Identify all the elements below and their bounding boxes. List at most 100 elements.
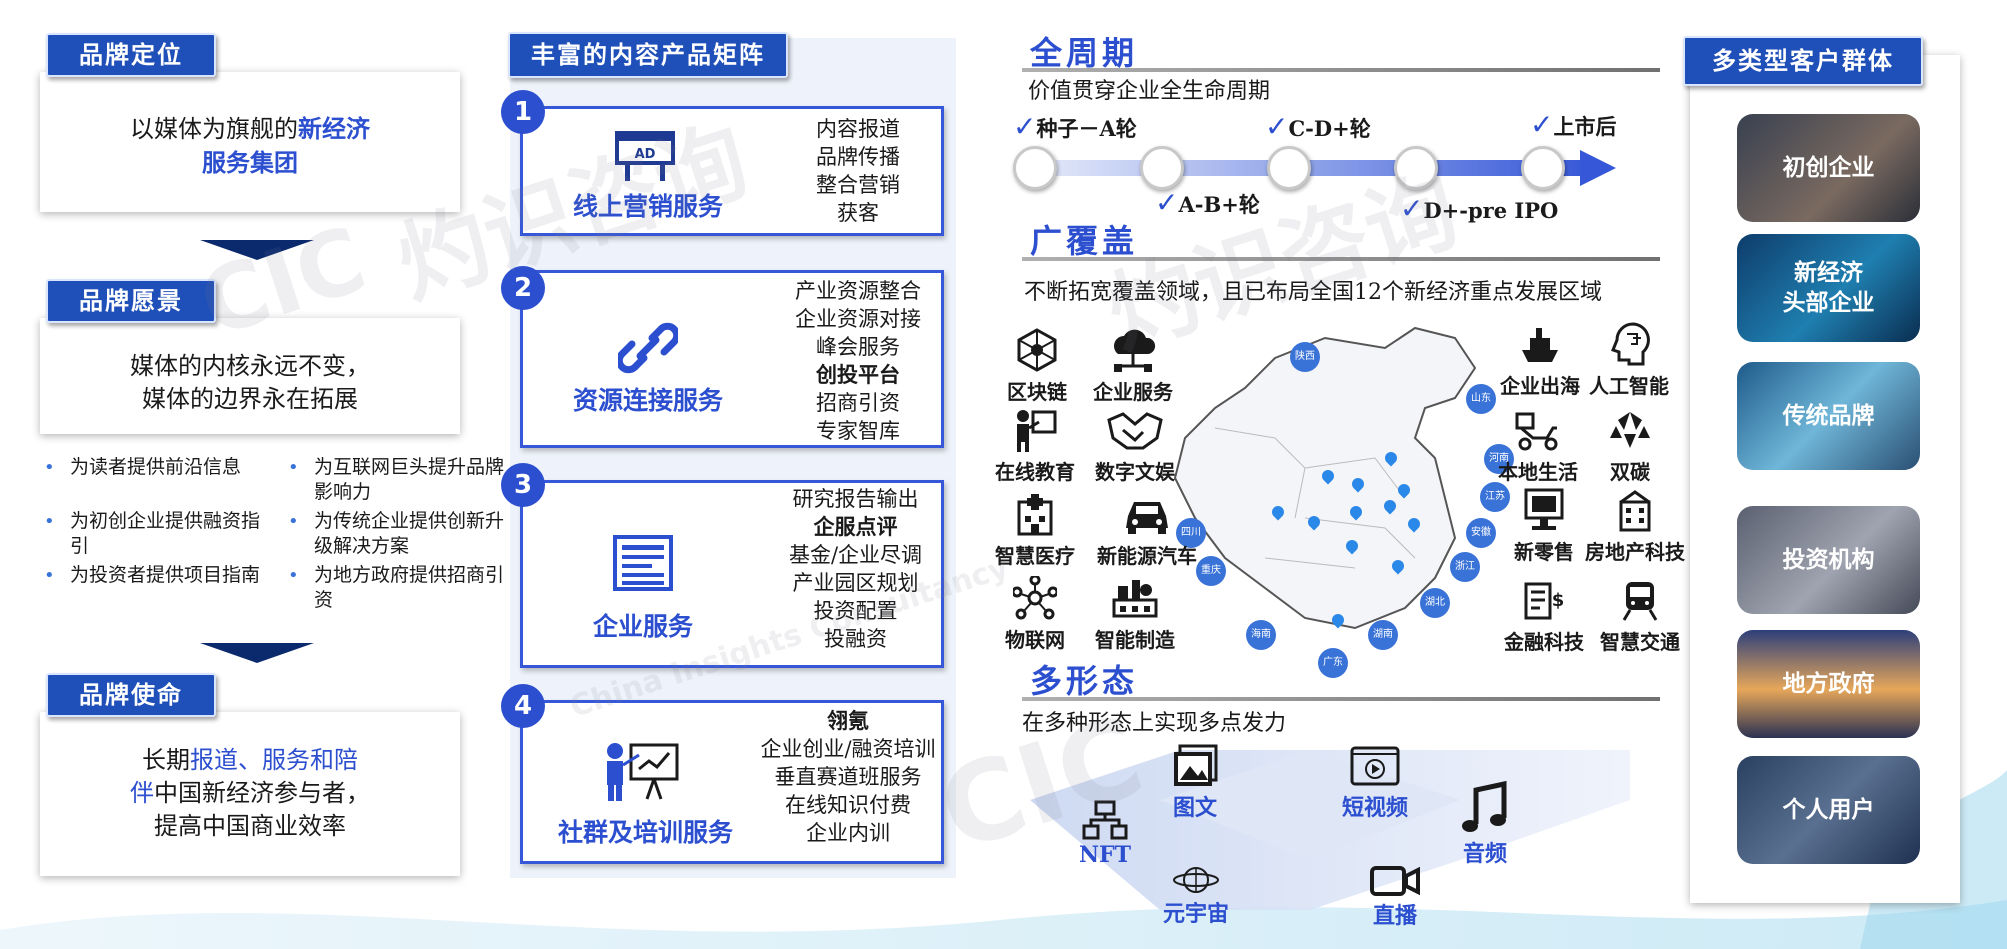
stage-label: ✓C-D+轮 — [1265, 110, 1371, 143]
stage-marker — [1140, 146, 1184, 190]
service-items: 研究报告输出企服点评 基金/企业尽调产业园区规划 投资配置投融资 — [788, 487, 923, 651]
service-title: 社群及培训服务 — [558, 818, 734, 847]
lifecycle-subtitle: 价值贯穿企业全生命周期 — [1028, 79, 1271, 104]
service-card-enterprise: 企业服务 研究报告输出企服点评 基金/企业尽调产业园区规划 投资配置投融资 — [520, 480, 944, 668]
billboard-icon: AD — [615, 131, 675, 181]
handshake-icon — [1107, 412, 1163, 450]
service-items: 产业资源整合企业资源对接 峰会服务创投平台 招商引资专家智库 — [795, 279, 921, 443]
service-items: 内容报道品牌传播 整合营销获客 — [816, 117, 900, 225]
cloud-service-icon — [1114, 329, 1156, 372]
image-icon — [1174, 744, 1218, 786]
positioning-card: 以媒体为旗舰的新经济 服务集团 — [40, 72, 460, 212]
matrix-title: 丰富的内容产品矩阵 — [508, 32, 788, 78]
check-icon: ✓ — [1530, 108, 1554, 141]
customer-individual-users: 个人用户 — [1737, 756, 1920, 864]
forms-title: 多形态 — [1030, 662, 1139, 700]
bullet-item: •为互联网巨头提升品牌影响力 — [288, 456, 505, 503]
industry-dual-carbon: 双碳 — [1600, 408, 1660, 485]
coverage-subtitle: 不断拓宽覆盖领域，且已布局全国12个新经济重点发展区域 — [1024, 280, 1602, 305]
mission-card: 长期报道、服务和陪 伴中国新经济参与者， 提高中国商业效率 — [40, 712, 460, 876]
bullet-item: •为地方政府提供招商引资 — [288, 564, 505, 611]
industry-local-life: 本地生活 — [1488, 408, 1588, 485]
vision-card: 媒体的内核永远不变， 媒体的边界永在拓展 — [40, 318, 460, 434]
customer-new-economy-leaders: 新经济 头部企业 — [1737, 234, 1920, 342]
factory-icon — [1112, 580, 1158, 618]
stage-marker — [1267, 146, 1311, 190]
network-icon — [1013, 576, 1057, 620]
bullet-item: •为传统企业提供创新升级解决方案 — [288, 510, 505, 557]
car-icon — [1126, 502, 1168, 534]
customer-local-government: 地方政府 — [1737, 630, 1920, 738]
lifecycle-title: 全周期 — [1030, 34, 1139, 72]
service-number: 1 — [501, 90, 545, 134]
region-badge: 浙江 — [1450, 552, 1480, 582]
industry-proptech: 房地产科技 — [1580, 488, 1690, 565]
check-icon: ✓ — [1013, 110, 1037, 143]
positioning-tag: 品牌定位 — [46, 33, 216, 77]
check-icon: ✓ — [1265, 110, 1289, 143]
mission-tag: 品牌使命 — [46, 673, 216, 717]
video-icon — [1350, 746, 1400, 786]
form-image-text: 图文 — [1160, 744, 1230, 822]
nft-icon — [1082, 800, 1128, 840]
stage-label: ✓上市后 — [1530, 108, 1617, 141]
industry-smart-manufacturing: 智能制造 — [1090, 576, 1180, 653]
finance-icon: $ — [1524, 582, 1565, 620]
coverage-title: 广覆盖 — [1030, 222, 1139, 260]
industry-ai: 人工智能 — [1584, 322, 1674, 399]
region-badge: 河南 — [1484, 444, 1514, 474]
link-icon — [618, 322, 678, 374]
bullet-item: •为投资者提供项目指南 — [44, 564, 261, 586]
blockchain-icon — [1017, 328, 1057, 372]
service-number: 2 — [501, 266, 545, 310]
form-audio: 音频 — [1450, 780, 1520, 868]
industry-new-retail: 新零售 — [1504, 488, 1584, 565]
customer-investment-institutions: 投资机构 — [1737, 506, 1920, 614]
train-icon — [1622, 582, 1658, 621]
svg-text:AD: AD — [635, 147, 656, 162]
form-metaverse: 元宇宙 — [1156, 864, 1236, 928]
teacher-icon — [1017, 410, 1057, 452]
region-badge: 江苏 — [1480, 482, 1510, 512]
pos-terminal-icon — [1524, 488, 1564, 530]
service-title: 企业服务 — [593, 612, 694, 641]
industry-iot: 物联网 — [1000, 576, 1070, 653]
ai-head-icon — [1611, 322, 1650, 366]
stage-marker — [1394, 146, 1438, 190]
industry-smart-healthcare: 智慧医疗 — [990, 492, 1080, 569]
customer-startup: 初创企业 — [1737, 114, 1920, 222]
bullet-item: •为读者提供前沿信息 — [44, 456, 242, 478]
service-card-online-marketing: AD 线上营销服务 内容报道品牌传播 整合营销获客 — [520, 106, 944, 236]
customer-traditional-brands: 传统品牌 — [1737, 362, 1920, 470]
region-badge: 山东 — [1466, 384, 1496, 414]
region-badge: 广东 — [1318, 648, 1348, 678]
positioning-text: 以媒体为旗舰的新经济 服务集团 — [130, 114, 370, 177]
service-number: 4 — [501, 684, 545, 728]
industry-enterprise-service: 企业服务 — [1088, 328, 1178, 405]
document-icon — [613, 535, 673, 591]
customer-title: 多类型客户群体 — [1683, 36, 1923, 86]
region-badge: 重庆 — [1196, 556, 1226, 586]
svg-text:$: $ — [1552, 590, 1565, 611]
globe-icon — [1173, 867, 1219, 893]
region-badge: 陕西 — [1290, 342, 1320, 372]
service-title: 资源连接服务 — [573, 386, 724, 415]
stage-marker — [1521, 146, 1565, 190]
form-nft: NFT — [1070, 800, 1140, 868]
industry-blockchain: 区块链 — [1002, 328, 1072, 405]
industry-new-energy-vehicle: 新能源汽车 — [1092, 492, 1202, 569]
building-icon — [1619, 490, 1651, 532]
presentation-icon — [607, 743, 679, 801]
industry-fintech: $ 金融科技 — [1494, 578, 1594, 655]
forms-subtitle: 在多种形态上实现多点发力 — [1022, 711, 1287, 736]
music-icon — [1462, 780, 1507, 832]
vision-tag: 品牌愿景 — [46, 279, 216, 323]
hospital-icon — [1017, 494, 1053, 536]
form-live-stream: 直播 — [1360, 862, 1430, 930]
form-short-video: 短视频 — [1330, 744, 1420, 822]
coverage-divider — [1022, 257, 1660, 261]
camera-icon — [1370, 866, 1420, 896]
service-items: 翎氪企业创业/融资培训 垂直赛道班服务在线知识付费 企业内训 — [760, 708, 936, 845]
service-card-community-training: 社群及培训服务 翎氪企业创业/融资培训 垂直赛道班服务在线知识付费 企业内训 — [520, 700, 944, 864]
industry-online-education: 在线教育 — [990, 408, 1080, 485]
